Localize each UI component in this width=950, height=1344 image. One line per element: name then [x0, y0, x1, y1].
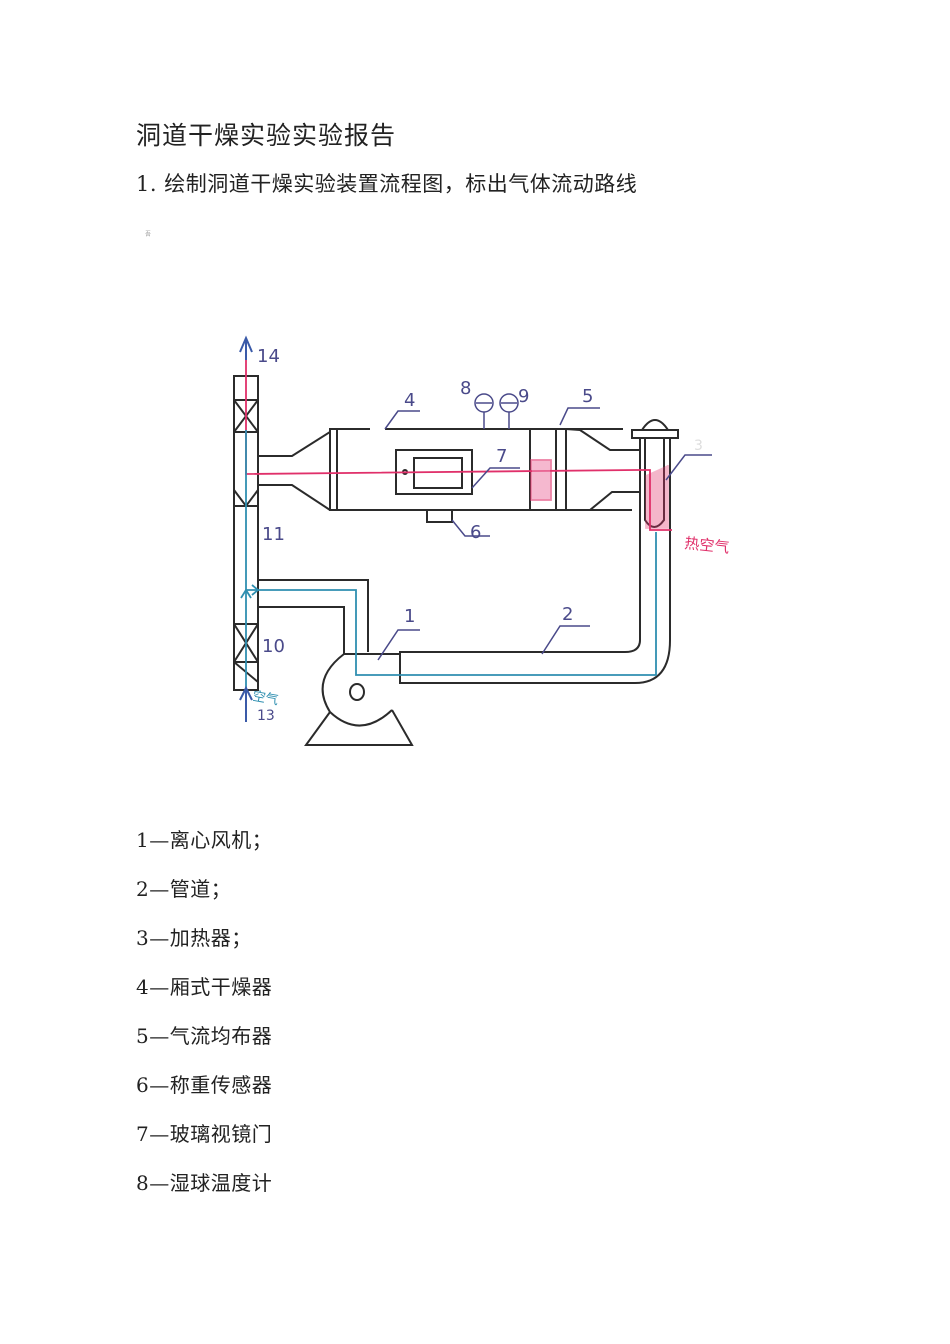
- heater-cap: [631, 429, 679, 439]
- legend-list: 1—离心风机； 2—管道； 3—加热器； 4—厢式干燥器 5—气流均布器 6—称…: [136, 826, 272, 1218]
- flow-diagram: 14 4 8 9 5 7 6 11 10 1 2 13 3 热空气 空气: [233, 335, 731, 746]
- label-6: 6: [470, 522, 481, 543]
- label-2: 2: [562, 604, 573, 625]
- pipe: [399, 639, 671, 684]
- outlet-arrow-icon: [239, 335, 253, 360]
- label-5: 5: [582, 386, 593, 407]
- label-3: 3: [694, 438, 703, 454]
- document-title: 洞道干燥实验实验报告: [136, 121, 397, 150]
- label-1: 1: [404, 606, 415, 627]
- tiny-mark: 吾: [145, 231, 152, 238]
- label-14: 14: [257, 346, 280, 367]
- question-heading: 1. 绘制洞道干燥实验装置流程图，标出气体流动路线: [136, 172, 638, 196]
- legend-item: 3—加热器；: [136, 926, 252, 950]
- weight-sensor: [426, 509, 453, 523]
- legend-item: 2—管道；: [136, 877, 232, 901]
- outline: [233, 375, 679, 746]
- inlet-arrow-icon: [239, 685, 253, 722]
- legend-item: 7—玻璃视镜门: [136, 1122, 273, 1146]
- air-label: 空气: [251, 688, 279, 708]
- label-7: 7: [496, 446, 507, 467]
- label-9: 9: [518, 386, 529, 407]
- legend-item: 1—离心风机；: [136, 828, 273, 852]
- label-11: 11: [262, 524, 285, 545]
- heater-tube: [644, 438, 665, 528]
- legend-item: 5—气流均布器: [136, 1024, 273, 1048]
- label-13: 13: [257, 708, 275, 724]
- fan-housing: [321, 653, 401, 727]
- label-8: 8: [460, 378, 471, 399]
- cold-air-path: [240, 430, 657, 720]
- hot-air-label: 热空气: [684, 534, 731, 557]
- fan-base: [304, 709, 414, 746]
- label-10: 10: [262, 636, 285, 657]
- legend-item: 6—称重传感器: [136, 1073, 273, 1097]
- label-4: 4: [404, 390, 415, 411]
- legend-item: 4—厢式干燥器: [136, 975, 273, 999]
- legend-item: 8—湿球温度计: [136, 1171, 273, 1195]
- dryer-body: [329, 429, 632, 511]
- hot-air-path: [245, 346, 672, 531]
